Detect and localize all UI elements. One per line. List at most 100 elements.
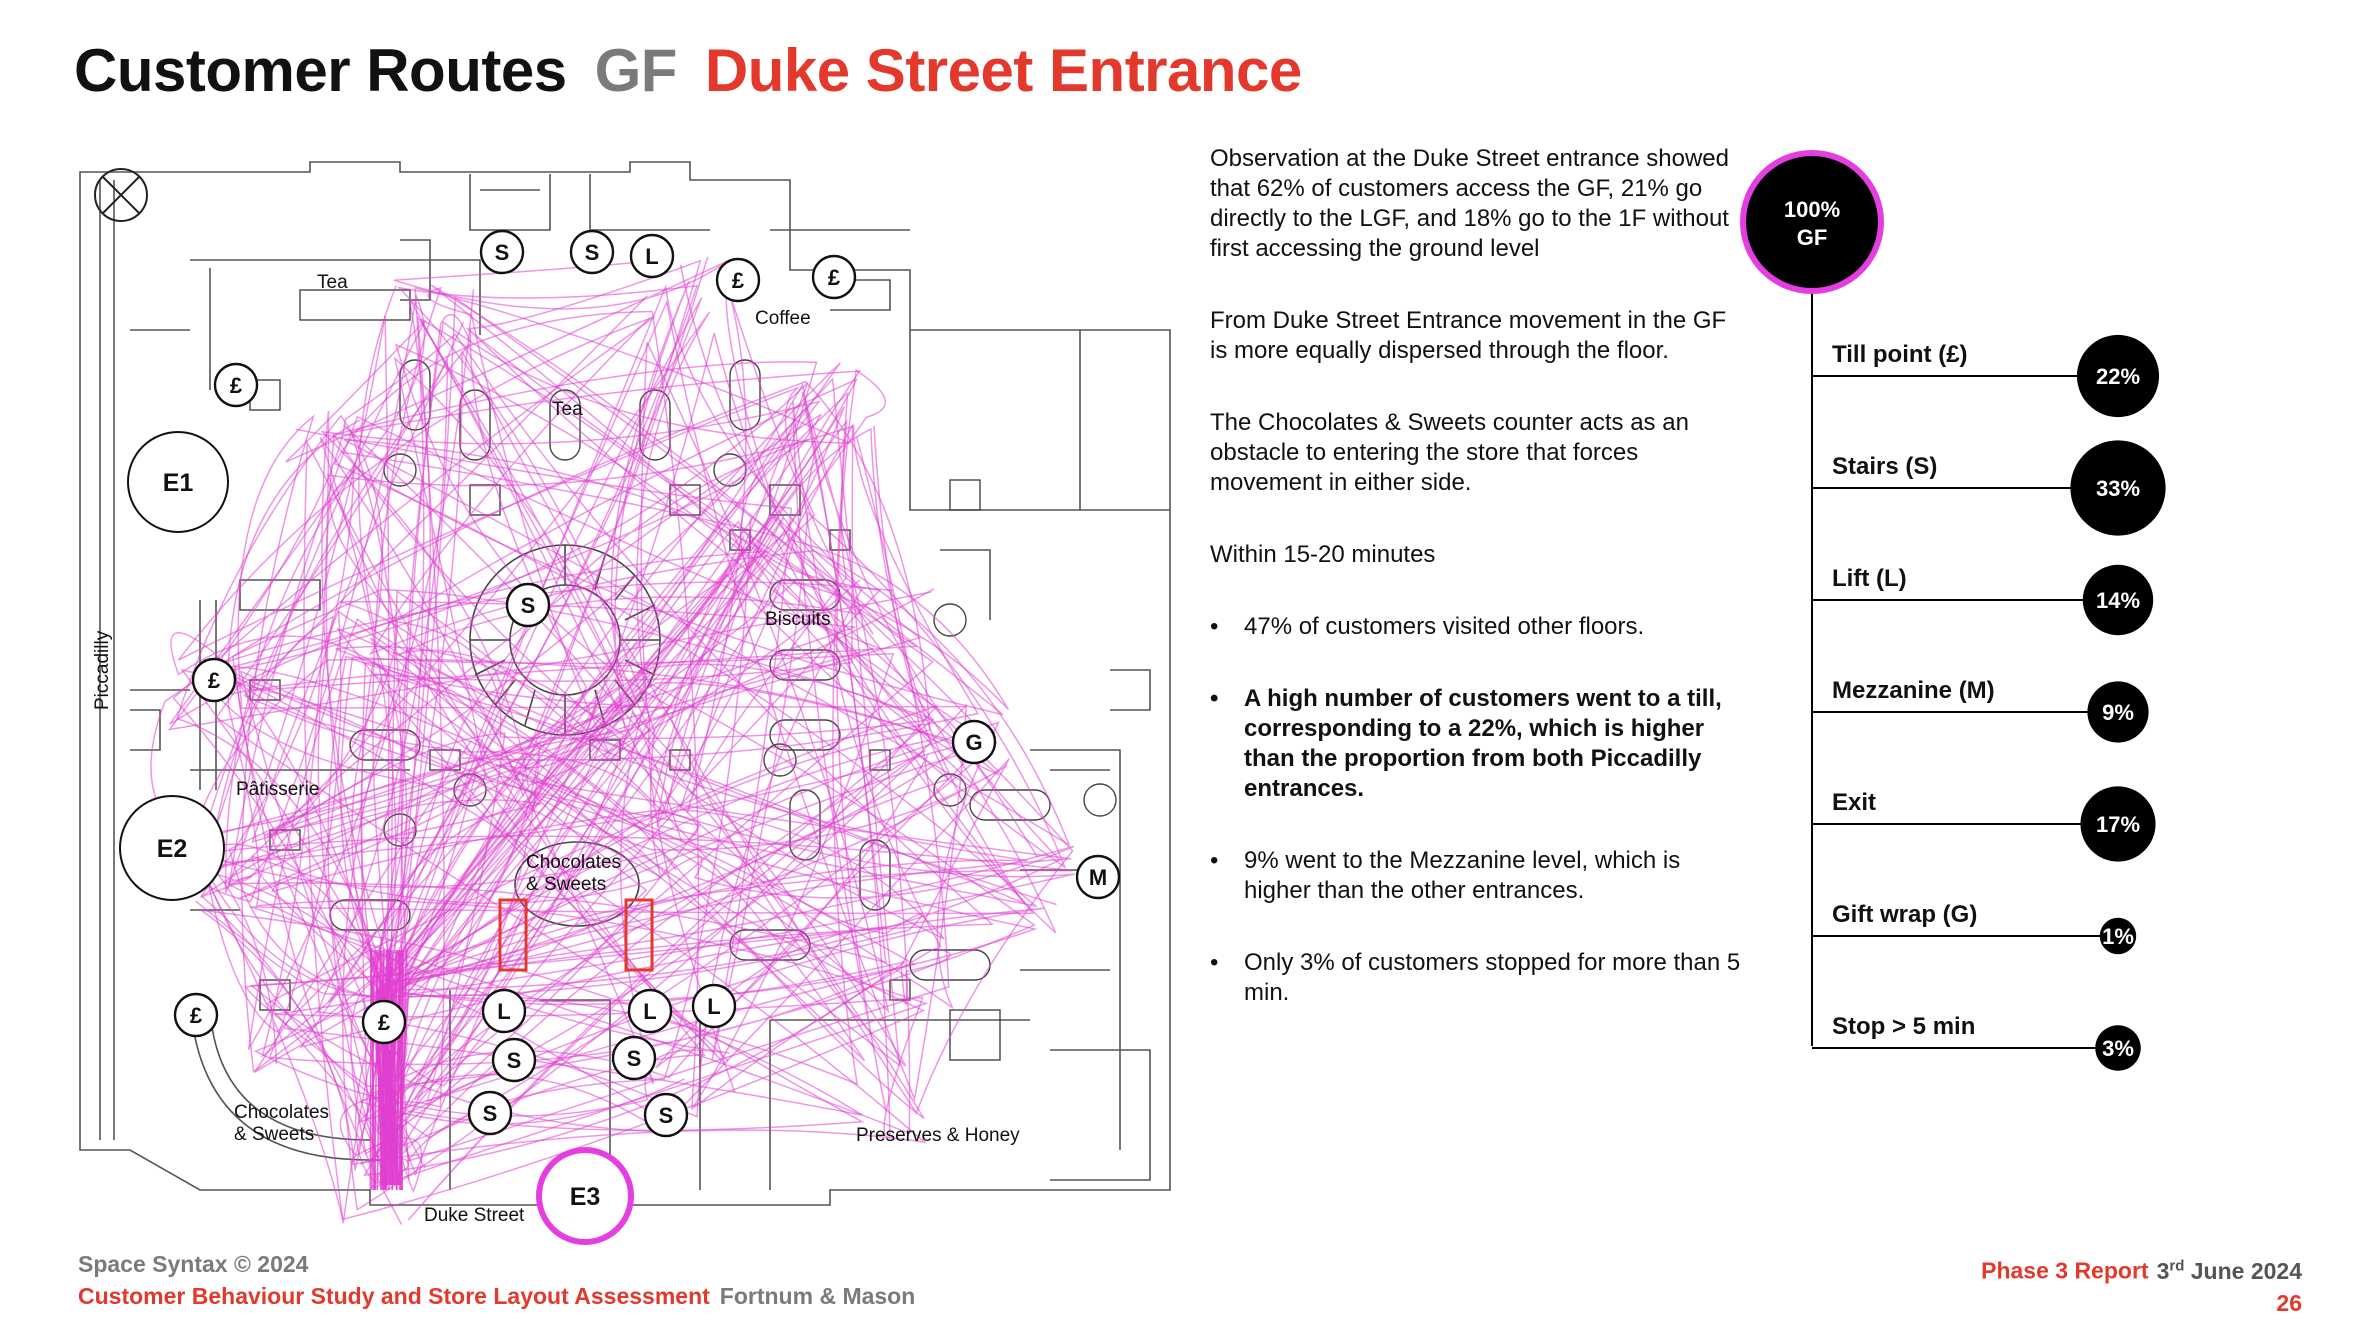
footer-date-suffix: rd [2169, 1257, 2185, 1274]
route-track [327, 343, 1000, 1191]
label-chocolates-corner: Chocolates [234, 1102, 329, 1123]
marker-till: £ [213, 362, 259, 408]
label-chocolates-center: Chocolates [526, 852, 621, 873]
share-bubble [2070, 440, 2166, 536]
share-value: 1% [2102, 924, 2134, 949]
footer-study: Customer Behaviour Study and Store Layou… [78, 1280, 915, 1312]
marker-circle [627, 988, 673, 1034]
bullet-dot: • [1210, 949, 1219, 976]
title-main: Customer Routes [74, 37, 567, 104]
marker-gift: G [951, 719, 997, 765]
route-track [351, 407, 1026, 1186]
marker-letter: S [507, 1048, 522, 1073]
footer-study-title: Customer Behaviour Study and Store Layou… [78, 1283, 710, 1309]
entrance-e3: E3 [536, 1147, 634, 1245]
marker-letter: £ [732, 268, 745, 293]
marker-letter: L [643, 999, 656, 1024]
destination-items: Till point (£)22%Stairs (S)33%Lift (L)14… [1812, 334, 2166, 1071]
route-track [196, 311, 736, 1186]
destination-label: Stop > 5 min [1832, 1013, 1975, 1040]
route-track [326, 425, 980, 1186]
marker-mezz: M [1075, 854, 1121, 900]
marker-letter: L [645, 244, 658, 269]
entrance-circle [536, 1147, 634, 1245]
destination-item: Mezzanine (M)9% [1812, 677, 2149, 743]
paragraph-timeframe: Within 15-20 minutes [1210, 541, 1436, 568]
marker-stairs: S [611, 1035, 657, 1081]
entrance-circle [119, 795, 225, 901]
share-bubble [2080, 786, 2156, 862]
marker-stairs: S [505, 582, 551, 628]
marker-circle [1075, 854, 1121, 900]
label-sweets-corner: & Sweets [234, 1124, 314, 1145]
destination-item: Lift (L)14% [1812, 564, 2154, 636]
route-track [389, 949, 393, 1191]
marker-circle [361, 999, 407, 1045]
footer-client: Fortnum & Mason [719, 1283, 916, 1309]
marker-circle [467, 1090, 513, 1136]
obstacle-markers [498, 898, 654, 972]
entrance-label: E1 [163, 469, 194, 497]
label-patisserie: Pâtisserie [236, 779, 319, 800]
route-track [250, 391, 1062, 1186]
destination-item: Till point (£) 22% [1812, 334, 2160, 418]
marker-till: £ [361, 999, 407, 1045]
marker-letter: L [497, 999, 510, 1024]
bullet-till: •A high number of customers went to a ti… [1210, 684, 1750, 804]
bullet-text: Only 3% of customers stopped for more th… [1244, 949, 1741, 1006]
marker-circle [611, 1035, 657, 1081]
title-entrance: Duke Street Entrance [704, 37, 1302, 104]
label-piccadilly: Piccadilly [92, 630, 113, 710]
route-track [243, 295, 702, 1186]
floor-plan: Tea Coffee Tea Biscuits Pâtisserie Choco… [79, 161, 1171, 1245]
route-track [320, 400, 861, 1186]
marker-circle [569, 229, 615, 275]
label-sweets-center: & Sweets [526, 874, 606, 895]
route-track [295, 428, 1067, 1186]
customer-routes [150, 256, 1075, 1225]
marker-circle [481, 988, 527, 1034]
route-track [176, 285, 397, 1186]
marker-letter: £ [208, 668, 221, 693]
route-track [340, 451, 1057, 1186]
footer-date-rest: June 2024 [2190, 1257, 2302, 1284]
compass [94, 168, 148, 222]
obstacle-left [498, 898, 528, 972]
bullet-text: 47% of customers visited other floors. [1244, 613, 1645, 640]
marker-letter: S [483, 1101, 498, 1126]
marker-circle [191, 657, 237, 703]
share-bubble [2076, 334, 2160, 418]
marker-letter: L [707, 994, 720, 1019]
entrance-e2: E2 [119, 795, 225, 901]
route-track [333, 310, 1039, 1186]
marker-circle [643, 1092, 689, 1138]
marker-circle [811, 254, 857, 300]
route-track [336, 627, 1057, 1186]
route-track [200, 286, 864, 1186]
area-labels: Tea Coffee Tea Biscuits Pâtisserie Choco… [92, 272, 1020, 1226]
marker-till: £ [191, 657, 237, 703]
marker-circle [213, 362, 259, 408]
marker-lift: L [691, 983, 737, 1029]
destination-label: Stairs (S) [1832, 453, 1937, 480]
route-track [222, 272, 1038, 1186]
entrance-label: E3 [570, 1183, 601, 1211]
share-bubble [2087, 681, 2149, 743]
marker-letter: S [659, 1103, 674, 1128]
destination-label: Till point (£) [1832, 341, 1968, 368]
label-biscuits: Biscuits [765, 609, 830, 630]
route-track [195, 406, 923, 1186]
route-track [380, 264, 935, 1186]
bullet-dot: • [1210, 613, 1219, 640]
entrance-label: E2 [157, 835, 188, 863]
marker-till: £ [811, 254, 857, 300]
route-track [215, 284, 865, 1186]
marker-letter: M [1089, 865, 1107, 890]
share-value: 22% [2096, 364, 2140, 389]
marker-circle [479, 229, 525, 275]
marker-stairs: S [479, 229, 525, 275]
marker-letter: S [495, 240, 510, 265]
